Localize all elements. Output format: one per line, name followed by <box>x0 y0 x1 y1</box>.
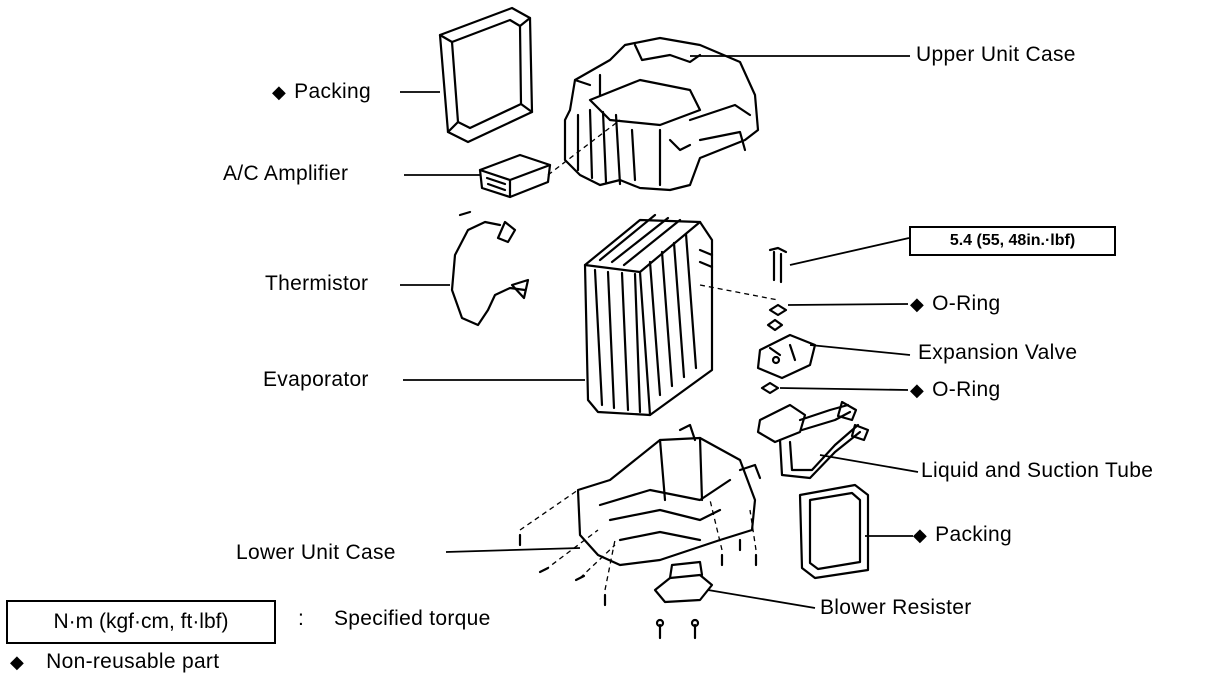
legend-colon: : <box>298 607 305 630</box>
nonreusable-icon: ◆ <box>913 525 928 545</box>
label-packing-top: ◆Packing <box>272 80 371 103</box>
legend-torque-desc: Specified torque <box>334 607 491 630</box>
packing-bottom-part <box>798 483 870 580</box>
packing-top-part <box>438 6 534 144</box>
expansion-valve-part <box>756 333 817 380</box>
label-blower-resister: Blower Resister <box>820 596 972 619</box>
nonreusable-icon: ◆ <box>910 380 925 400</box>
label-lower-unit-case: Lower Unit Case <box>236 541 396 564</box>
label-ac-amplifier: A/C Amplifier <box>223 162 349 185</box>
leader-lines <box>400 55 919 609</box>
label-oring-top: ◆O-Ring <box>910 292 1001 315</box>
label-packing-bottom: ◆Packing <box>913 523 1012 546</box>
nonreusable-icon: ◆ <box>10 652 25 672</box>
label-liquid-suction-tube: Liquid and Suction Tube <box>921 459 1154 482</box>
evaporator-part <box>583 213 714 417</box>
legend-nonreusable: ◆Non-reusable part <box>10 650 220 673</box>
label-thermistor: Thermistor <box>265 272 369 295</box>
nonreusable-icon: ◆ <box>272 82 287 102</box>
blower-resister-part <box>653 560 714 640</box>
nonreusable-icon: ◆ <box>910 294 925 314</box>
torque-spec-box: 5.4 (55, 48in.·lbf) <box>909 226 1116 256</box>
assembly-lines <box>519 119 779 591</box>
legend-torque-unit-box: N·m (kgf·cm, ft·lbf) <box>6 600 276 644</box>
label-oring-bottom: ◆O-Ring <box>910 378 1001 401</box>
label-expansion-valve: Expansion Valve <box>918 341 1078 364</box>
label-evaporator: Evaporator <box>263 368 369 391</box>
label-upper-unit-case: Upper Unit Case <box>916 43 1076 66</box>
thermistor-part <box>450 210 530 327</box>
upper-unit-case-part <box>563 36 760 192</box>
ac-amplifier-part <box>478 153 552 199</box>
liquid-suction-tube-part <box>756 400 870 480</box>
bolts-part <box>760 246 788 395</box>
lower-unit-case-part <box>576 423 762 567</box>
